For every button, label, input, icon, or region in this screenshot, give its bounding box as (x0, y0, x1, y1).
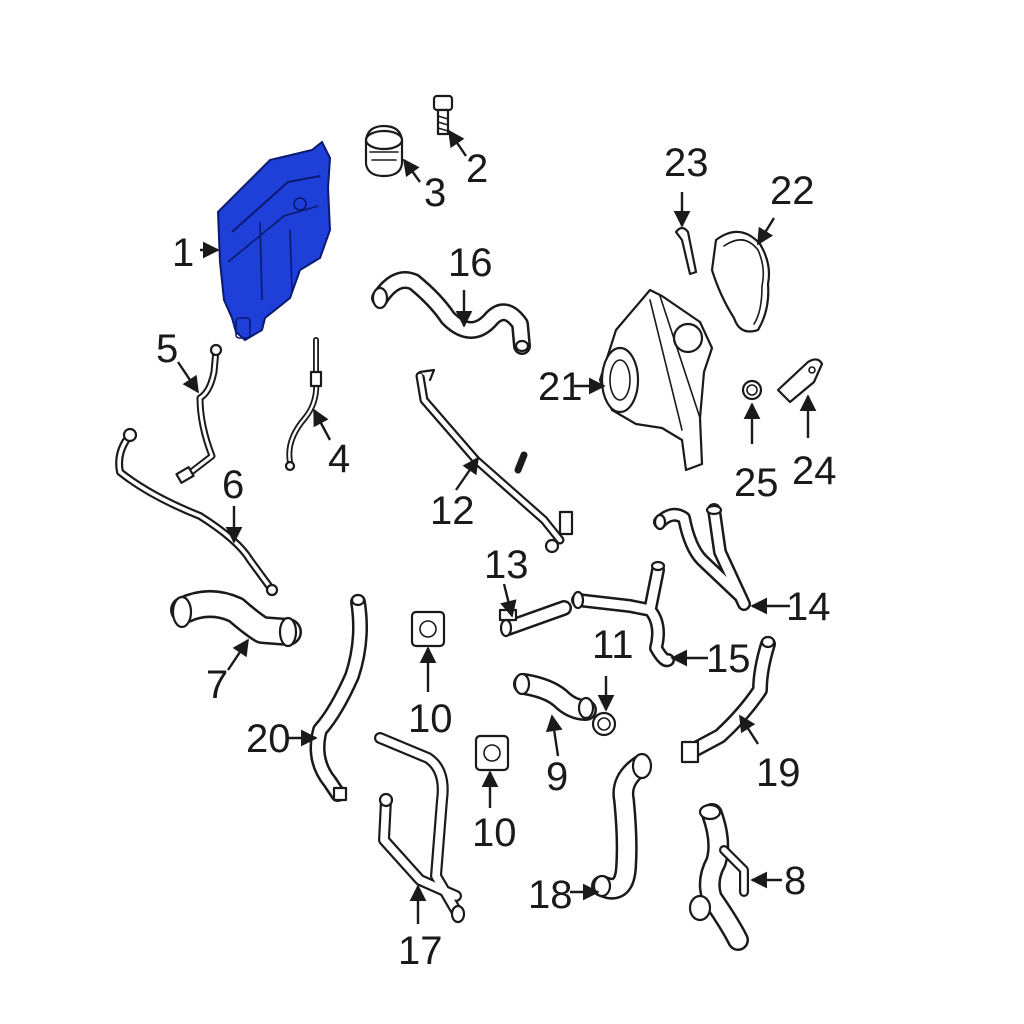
part-17-pipe[interactable] (374, 732, 466, 924)
callout-22: 22 (770, 169, 815, 213)
callout-numbers: 1 2 3 4 5 6 7 8 9 10 10 11 12 13 14 15 1… (156, 141, 837, 973)
part-4-sensor-wire[interactable] (284, 337, 323, 472)
part-24-sensor[interactable] (776, 358, 824, 404)
part-8-hose-assembly[interactable] (688, 803, 749, 951)
part-21-thermostat-housing[interactable] (598, 288, 714, 472)
callout-11: 11 (592, 623, 634, 667)
callout-7: 7 (206, 663, 228, 707)
part-10-gasket-upper[interactable] (410, 610, 446, 648)
part-13-tube[interactable] (498, 600, 572, 638)
callout-17: 17 (398, 929, 443, 973)
part-3-cap[interactable] (364, 124, 404, 178)
callout-6: 6 (222, 463, 244, 507)
callout-25: 25 (734, 461, 779, 505)
callout-4: 4 (328, 437, 350, 481)
callout-10b: 10 (472, 811, 517, 855)
part-10-gasket-lower[interactable] (474, 734, 510, 772)
part-2-bolt[interactable] (432, 94, 454, 136)
part-22-seal[interactable] (710, 230, 771, 333)
callout-16: 16 (448, 241, 493, 285)
callout-5: 5 (156, 327, 178, 371)
leader-lines (177, 129, 817, 924)
callout-24: 24 (792, 449, 837, 493)
callout-23: 23 (664, 141, 709, 185)
callout-21: 21 (538, 365, 583, 409)
part-18-hose[interactable] (591, 752, 653, 900)
part-19-hose[interactable] (680, 635, 776, 764)
part-9-hose[interactable] (513, 672, 597, 721)
callout-10a: 10 (408, 697, 453, 741)
callout-20: 20 (246, 717, 291, 761)
part-23-clip[interactable] (674, 226, 698, 276)
part-15-hose[interactable] (571, 560, 675, 668)
callout-3: 3 (424, 171, 446, 215)
part-16-hose[interactable] (371, 271, 531, 355)
callout-9: 9 (546, 755, 568, 799)
callout-18: 18 (528, 873, 573, 917)
part-5-small-pipe[interactable] (175, 343, 223, 484)
callout-8: 8 (784, 859, 806, 903)
callout-13: 13 (484, 543, 529, 587)
part-20-hose[interactable] (309, 593, 368, 802)
part-11-o-ring[interactable] (591, 711, 617, 737)
part-14-pipe[interactable] (653, 503, 751, 611)
callout-2: 2 (466, 147, 488, 191)
part-1-expansion-tank[interactable] (216, 140, 332, 342)
part-7-hose[interactable] (170, 590, 302, 648)
callout-12: 12 (430, 489, 475, 533)
callout-19: 19 (756, 751, 801, 795)
callout-14: 14 (786, 585, 831, 629)
callout-15: 15 (706, 637, 751, 681)
part-25-o-ring[interactable] (741, 379, 763, 401)
part-6-long-pipe[interactable] (115, 427, 279, 597)
callout-1: 1 (172, 231, 194, 275)
